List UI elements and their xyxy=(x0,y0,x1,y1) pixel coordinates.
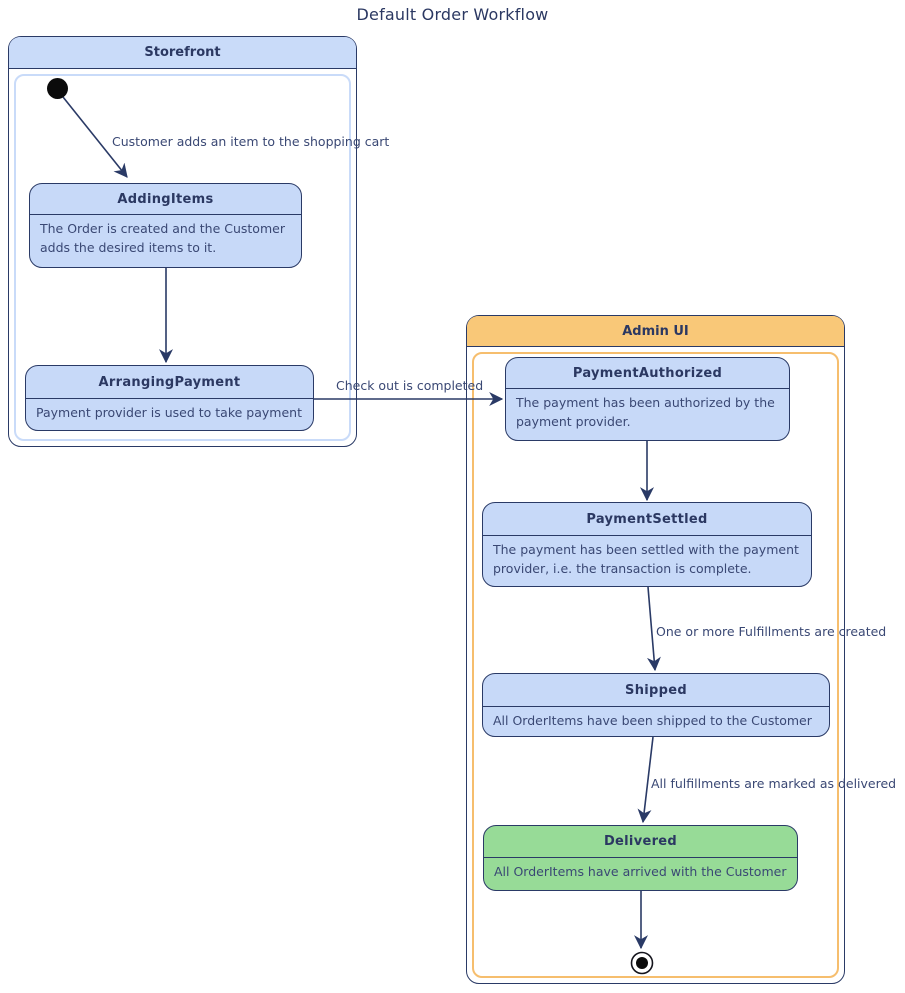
diagram-title: Default Order Workflow xyxy=(356,5,549,24)
state-arranging-payment: ArrangingPayment Payment provider is use… xyxy=(25,365,314,431)
initial-state-icon xyxy=(47,78,68,99)
storefront-container-title: Storefront xyxy=(9,37,356,69)
state-adding-items: AddingItems The Order is created and the… xyxy=(29,183,302,268)
state-adding-items-title: AddingItems xyxy=(30,184,301,215)
admin-ui-container-title: Admin UI xyxy=(467,316,844,347)
state-delivered: Delivered All OrderItems have arrived wi… xyxy=(483,825,798,891)
state-shipped-description: All OrderItems have been shipped to the … xyxy=(493,713,812,728)
state-delivered-description: All OrderItems have arrived with the Cus… xyxy=(494,864,787,879)
arrow-shipped-to-delivered xyxy=(637,736,654,824)
transition-label-fulfillments-created: One or more Fulfillments are created xyxy=(656,624,887,639)
state-payment-authorized-description: The payment has been authorized by the p… xyxy=(516,395,775,429)
state-payment-settled-title: PaymentSettled xyxy=(483,503,811,536)
state-shipped: Shipped All OrderItems have been shipped… xyxy=(482,673,830,737)
arrow-initial-to-adding-items xyxy=(62,96,128,178)
state-payment-authorized-title: PaymentAuthorized xyxy=(506,358,789,389)
state-payment-authorized: PaymentAuthorized The payment has been a… xyxy=(505,357,790,441)
transition-label-start-to-adding-items: Customer adds an item to the shopping ca… xyxy=(112,134,390,149)
state-payment-settled-description: The payment has been settled with the pa… xyxy=(493,542,799,576)
transition-label-marked-delivered: All fulfillments are marked as delivered xyxy=(651,776,897,791)
state-shipped-title: Shipped xyxy=(483,674,829,707)
state-arranging-payment-title: ArrangingPayment xyxy=(26,366,313,399)
state-delivered-title: Delivered xyxy=(484,826,797,858)
transition-label-checkout-completed: Check out is completed xyxy=(336,378,484,393)
final-state-icon xyxy=(630,951,654,975)
state-arranging-payment-description: Payment provider is used to take payment xyxy=(36,405,302,420)
state-adding-items-description: The Order is created and the Customer ad… xyxy=(40,221,285,255)
arrow-payment-settled-to-shipped xyxy=(646,586,661,672)
state-payment-settled: PaymentSettled The payment has been sett… xyxy=(482,502,812,587)
